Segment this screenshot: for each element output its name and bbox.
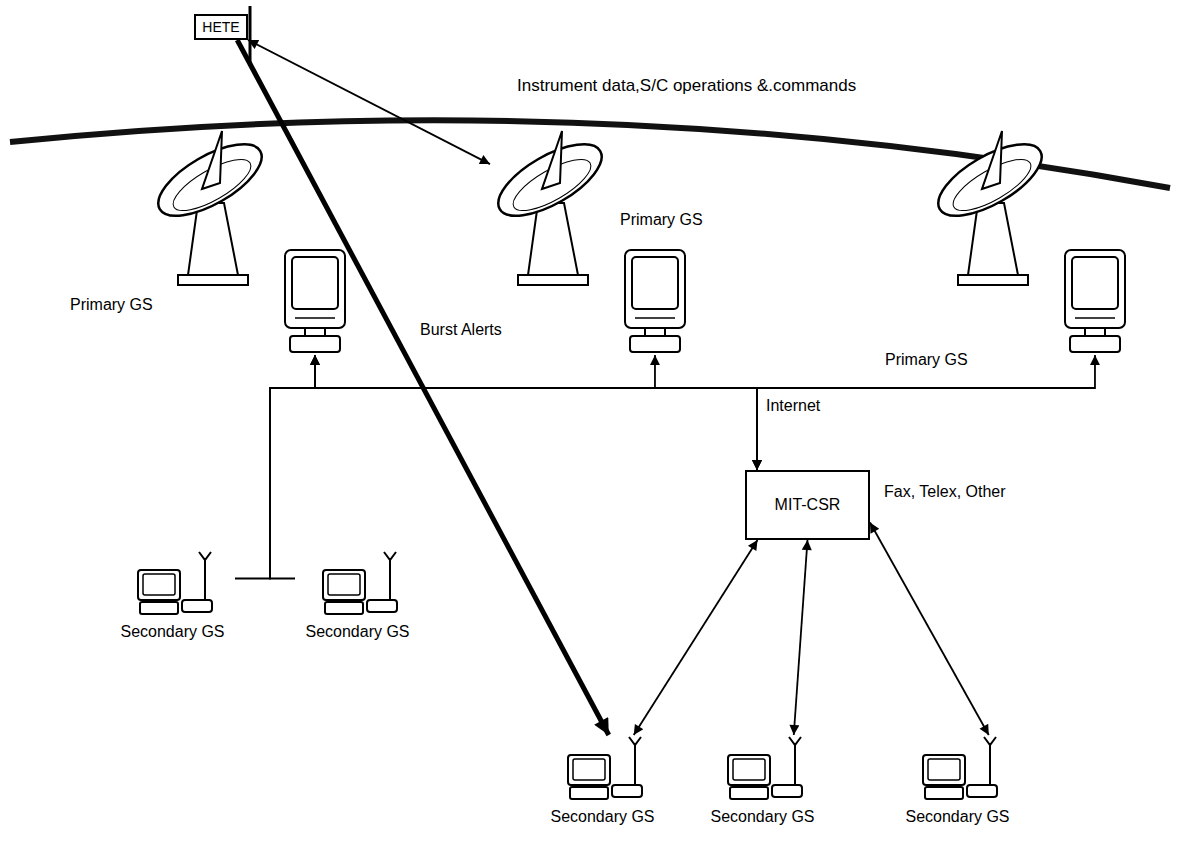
edge-label: Internet bbox=[764, 396, 822, 415]
dish-antenna bbox=[148, 130, 272, 285]
primary-station: Primary GS bbox=[930, 125, 1125, 355]
secondary-station: Secondary GS bbox=[110, 550, 235, 645]
node-label: Primary GS bbox=[885, 350, 968, 369]
workstation-icon bbox=[138, 552, 212, 614]
computer-icon bbox=[1065, 250, 1125, 352]
secondary-station: Secondary GS bbox=[700, 735, 825, 830]
connector bbox=[634, 540, 758, 735]
connector bbox=[757, 355, 1095, 470]
node-label: Secondary GS bbox=[120, 622, 224, 641]
connector bbox=[315, 355, 757, 470]
node-label: MIT-CSR bbox=[775, 495, 841, 514]
primary-station: Primary GS bbox=[490, 125, 685, 355]
node-label: HETE bbox=[202, 19, 239, 36]
connector bbox=[248, 40, 490, 164]
workstation-icon bbox=[728, 737, 802, 799]
primary-station: Primary GS bbox=[150, 125, 345, 355]
node-label: Secondary GS bbox=[710, 807, 814, 826]
secondary-station: Secondary GS bbox=[295, 550, 420, 645]
dish-antenna bbox=[928, 130, 1052, 285]
computer-icon bbox=[625, 250, 685, 352]
control-center-box: MIT-CSR bbox=[745, 470, 870, 540]
node-label: Primary GS bbox=[620, 210, 703, 229]
dish-antenna bbox=[488, 130, 612, 285]
node-label: Primary GS bbox=[70, 295, 153, 314]
node-label: Secondary GS bbox=[905, 807, 1009, 826]
node-label: Secondary GS bbox=[305, 622, 409, 641]
satellite-box: HETE bbox=[194, 14, 248, 40]
secondary-station: Secondary GS bbox=[895, 735, 1020, 830]
connector bbox=[270, 355, 315, 579]
edge-label: Burst Alerts bbox=[418, 320, 504, 339]
edge-label: Fax, Telex, Other bbox=[882, 482, 1008, 501]
workstation-icon bbox=[568, 737, 642, 799]
connector bbox=[870, 523, 989, 736]
edge-label: Instrument data,S/C operations &.command… bbox=[515, 76, 858, 96]
connector bbox=[655, 355, 757, 470]
secondary-station: Secondary GS bbox=[540, 735, 665, 830]
workstation-icon bbox=[923, 737, 997, 799]
node-label: Secondary GS bbox=[550, 807, 654, 826]
computer-icon bbox=[285, 250, 345, 352]
connector bbox=[235, 355, 315, 579]
workstation-icon bbox=[323, 552, 397, 614]
connector bbox=[794, 540, 808, 735]
